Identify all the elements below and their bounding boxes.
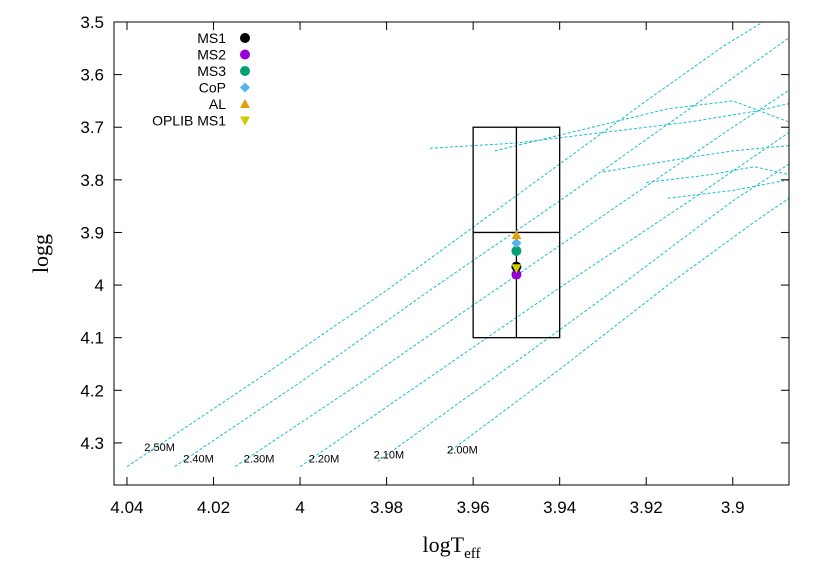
x-tick-label: 4.04: [110, 498, 143, 517]
point-cop: [511, 237, 522, 248]
legend-label: MS2: [197, 47, 226, 63]
track-line-0: [126, 22, 765, 468]
legend-label: MS3: [197, 63, 226, 79]
data-points: [511, 230, 522, 280]
y-tick-label: 3.8: [80, 171, 104, 190]
x-tick-label: 3.98: [370, 498, 403, 517]
point-ms2: [511, 269, 522, 280]
y-tick-label: 3.5: [80, 13, 104, 32]
y-tick-label: 3.9: [80, 223, 104, 242]
track-line-1: [174, 37, 789, 468]
y-tick-label: 4.3: [80, 434, 104, 453]
legend-label: MS1: [197, 30, 226, 46]
track-label: 2.20M: [309, 453, 340, 465]
track-line-7: [494, 100, 789, 152]
x-tick-label: 3.9: [721, 498, 745, 517]
legend-label: AL: [209, 96, 226, 112]
x-tick-label: 3.94: [543, 498, 576, 517]
x-axis-label-main: logT: [423, 532, 465, 557]
y-axis-label: logg: [28, 234, 53, 273]
track-label: 2.50M: [144, 442, 175, 454]
x-axis-label: logTeff: [423, 532, 481, 562]
evolutionary-tracks: [126, 22, 789, 468]
legend-marker-ms2: [240, 49, 250, 60]
track-line-10: [667, 179, 789, 199]
y-tick-label: 3.7: [80, 118, 104, 137]
y-tick-label: 3.6: [80, 66, 104, 85]
legend-label: CoP: [199, 80, 226, 96]
track-label: 2.00M: [447, 444, 478, 456]
y-tick-label: 4.2: [80, 381, 104, 400]
track-line-9: [646, 166, 789, 183]
track-label: 2.30M: [244, 453, 275, 465]
x-tick-label: 3.92: [630, 498, 663, 517]
track-line-4: [377, 163, 789, 462]
x-axis-label-subscript: eff: [464, 546, 480, 562]
track-label: 2.40M: [183, 453, 214, 465]
plot-frame: [113, 21, 790, 486]
x-tick-label: 3.96: [457, 498, 490, 517]
legend-marker-ms1: [240, 33, 250, 43]
track-line-8: [602, 145, 789, 173]
track-label: 2.10M: [374, 450, 405, 462]
track-line-5: [446, 197, 789, 454]
legend-marker-al: [240, 99, 250, 108]
y-tick-label: 4.1: [80, 329, 104, 348]
legend-label: OPLIB MS1: [152, 113, 226, 129]
point-oplib-ms1: [511, 264, 522, 274]
y-tick-label: 4: [95, 276, 104, 295]
legend-marker-cop: [240, 82, 250, 93]
x-tick-label: 4.02: [197, 498, 230, 517]
track-line-6: [429, 103, 789, 149]
legend-marker-ms3: [240, 66, 250, 76]
x-tick-label: 4: [295, 498, 304, 517]
legend-marker-oplib-ms1: [240, 116, 250, 126]
point-ms3: [511, 245, 522, 256]
point-al: [511, 230, 522, 240]
